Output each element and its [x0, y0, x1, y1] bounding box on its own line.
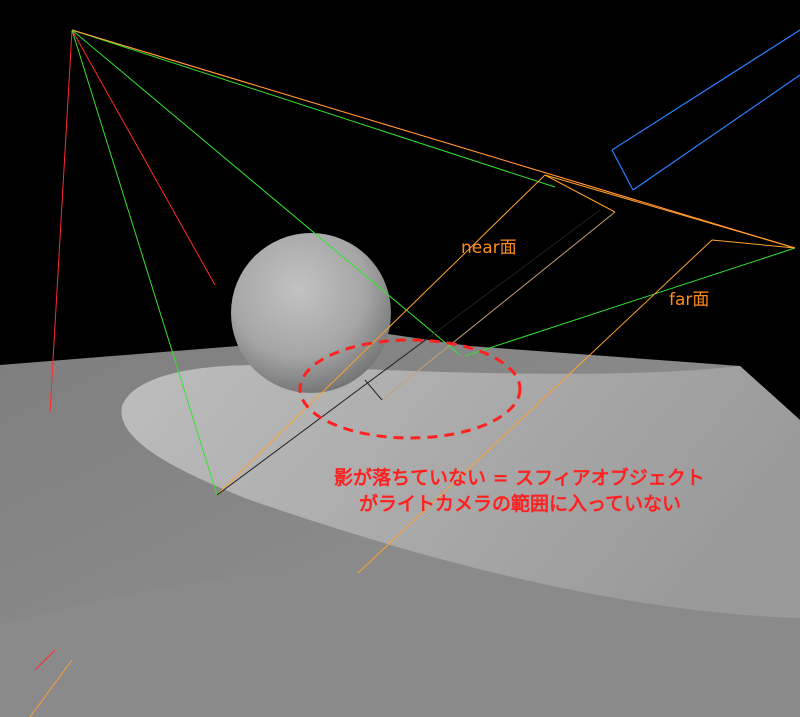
far-plane-edge: [711, 239, 796, 249]
annotation-line-2: がライトカメラの範囲に入っていない: [359, 493, 682, 515]
light-frustum: [29, 29, 796, 717]
frustum-edge-red: [71, 29, 216, 286]
annotation-line-1: 影が落ちていない = スフィアオブジェクト: [334, 467, 705, 489]
near-plane-label: near面: [461, 238, 517, 258]
far-plane-label: far面: [669, 290, 710, 310]
frustum-inner: [364, 379, 383, 401]
frustum-edge-green: [464, 247, 796, 357]
frustum-edge-green: [71, 29, 218, 496]
missing-shadow-highlight: [298, 338, 522, 440]
spotlight-lit-area: [121, 365, 800, 618]
frustum-edge-orange: [544, 174, 796, 249]
frustum-inner: [216, 209, 601, 496]
frustum-edge-green: [71, 29, 556, 188]
camera-wireframe: [611, 29, 800, 191]
frustum-edge-red: [34, 649, 56, 671]
near-plane-edge: [216, 174, 546, 496]
frustum-edge-red: [49, 29, 73, 413]
frustum-bottom-left: [29, 659, 73, 717]
frustum-edge-orange: [71, 29, 796, 249]
frustum-edge-green: [71, 29, 461, 356]
sphere-object: [231, 233, 391, 393]
near-plane-edge: [381, 211, 616, 401]
near-plane-edge: [544, 174, 616, 213]
far-plane-edge: [357, 239, 713, 574]
